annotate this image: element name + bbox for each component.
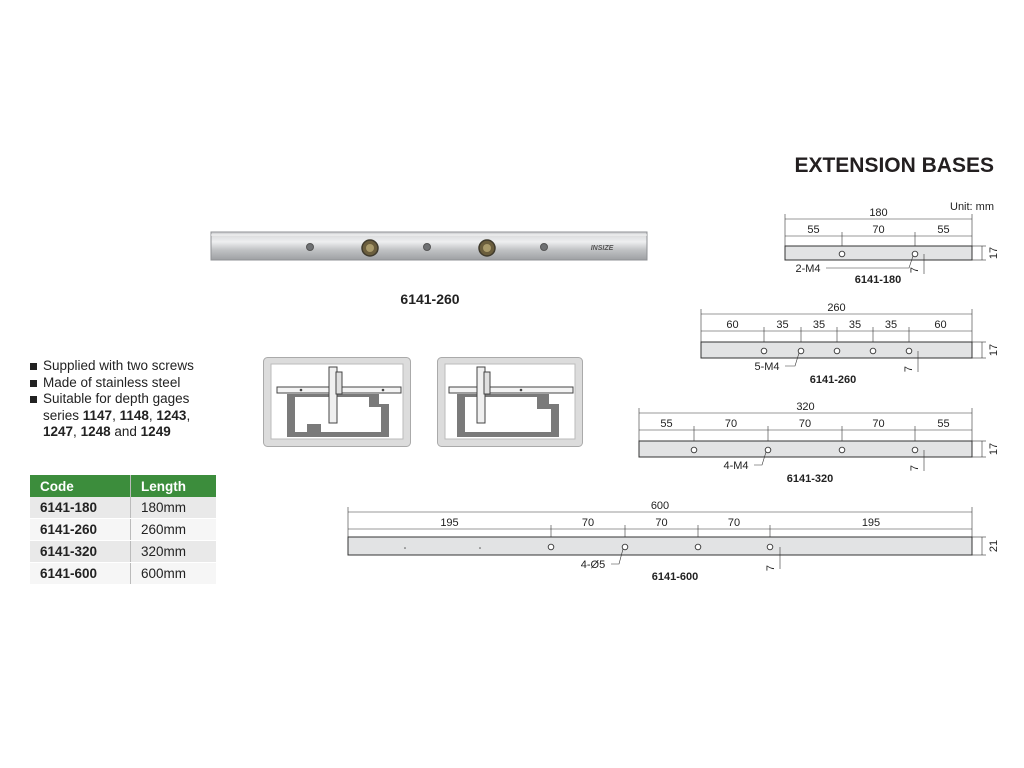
dimension-segment: 55 bbox=[937, 224, 949, 236]
dimension-total: 260 bbox=[827, 302, 845, 314]
table-row: 6141-180 180mm bbox=[30, 497, 216, 519]
mounting-hole bbox=[690, 446, 698, 454]
column-header-code: Code bbox=[30, 475, 131, 497]
table-row: 6141-320 320mm bbox=[30, 540, 216, 563]
dimension-height: 17 bbox=[988, 247, 1000, 259]
reference-dot bbox=[404, 547, 406, 549]
base-bar-6141-600 bbox=[347, 536, 973, 556]
feature-item-series: 1247, 1248 and 1249 bbox=[43, 424, 171, 439]
dimension-segment: 195 bbox=[862, 517, 880, 529]
mounting-hole bbox=[760, 347, 768, 355]
mounting-hole bbox=[766, 543, 774, 551]
hole-note: 5-M4 bbox=[754, 361, 779, 373]
spec-table: Code Length 6141-180 180mm 6141-260 260m… bbox=[30, 475, 216, 585]
dimension-total: 180 bbox=[869, 207, 887, 219]
usage-illustration-left bbox=[263, 357, 411, 447]
mounting-hole bbox=[911, 250, 919, 258]
dimension-segment: 35 bbox=[849, 319, 861, 331]
brand-logo: INSIZE bbox=[591, 245, 614, 252]
dimension-height: 17 bbox=[988, 344, 1000, 356]
dimension-segment: 70 bbox=[872, 418, 884, 430]
dimension-segment: 70 bbox=[725, 418, 737, 430]
dimension-segment: 35 bbox=[813, 319, 825, 331]
reference-dot bbox=[479, 547, 481, 549]
cell-code: 6141-600 bbox=[30, 562, 131, 585]
dimension-segment: 70 bbox=[655, 517, 667, 529]
dimension-segment: 35 bbox=[885, 319, 897, 331]
dimension-total: 320 bbox=[796, 401, 814, 413]
model-label: 6141-600 bbox=[652, 571, 699, 583]
cell-code: 6141-180 bbox=[30, 497, 131, 519]
hole-note: 4-M4 bbox=[723, 460, 748, 472]
dimension-height: 17 bbox=[988, 443, 1000, 455]
hole-note: 2-M4 bbox=[795, 263, 820, 275]
mounting-hole bbox=[869, 347, 877, 355]
mounting-hole bbox=[621, 543, 629, 551]
mounting-hole bbox=[905, 347, 913, 355]
hole-note: 4-Ø5 bbox=[581, 559, 605, 571]
mounting-hole bbox=[911, 446, 919, 454]
mounting-hole bbox=[838, 446, 846, 454]
extension-base-photo: INSIZE bbox=[210, 231, 648, 261]
leader-line bbox=[826, 255, 914, 269]
cell-code: 6141-320 bbox=[30, 540, 131, 563]
dimension-segment: 70 bbox=[799, 418, 811, 430]
model-label: 6141-260 bbox=[810, 374, 857, 386]
photo-hole bbox=[306, 243, 314, 251]
unit-label: Unit: mm bbox=[950, 201, 994, 213]
feature-item-series: series 1147, 1148, 1243, bbox=[43, 407, 191, 423]
dimension-segment: 60 bbox=[934, 319, 946, 331]
dimension-segment: 55 bbox=[807, 224, 819, 236]
leader-line bbox=[754, 451, 767, 466]
leader-line bbox=[785, 352, 800, 367]
dimension-total: 600 bbox=[651, 500, 669, 512]
dimension-height: 21 bbox=[988, 540, 1000, 552]
dimension-segment: 55 bbox=[660, 418, 672, 430]
mounting-hole bbox=[833, 347, 841, 355]
dimension-segment: 70 bbox=[728, 517, 740, 529]
dimension-offset: 7 bbox=[909, 267, 921, 273]
table-row: 6141-260 260mm bbox=[30, 518, 216, 541]
leader-line bbox=[611, 548, 624, 565]
page-title: EXTENSION BASES bbox=[794, 154, 994, 177]
cell-code: 6141-260 bbox=[30, 518, 131, 541]
mounting-hole bbox=[838, 250, 846, 258]
feature-item: Made of stainless steel bbox=[30, 375, 240, 392]
feature-list: Supplied with two screws Made of stainle… bbox=[30, 358, 240, 441]
dimension-offset: 7 bbox=[765, 565, 777, 571]
feature-item: Supplied with two screws bbox=[30, 358, 240, 375]
photo-caption: 6141-260 bbox=[400, 291, 460, 307]
photo-hole bbox=[540, 243, 548, 251]
mounting-hole bbox=[694, 543, 702, 551]
model-label: 6141-180 bbox=[855, 274, 902, 286]
dimension-segment: 195 bbox=[440, 517, 458, 529]
dimension-segment: 70 bbox=[582, 517, 594, 529]
cell-length: 600mm bbox=[130, 562, 216, 585]
dimension-offset: 7 bbox=[903, 366, 915, 372]
model-label: 6141-320 bbox=[787, 473, 834, 485]
dimension-segment: 60 bbox=[726, 319, 738, 331]
dimension-segment: 70 bbox=[872, 224, 884, 236]
base-bar-6141-180 bbox=[784, 245, 973, 261]
cell-length: 180mm bbox=[130, 497, 216, 519]
photo-hole bbox=[423, 243, 431, 251]
base-bar-6141-320 bbox=[638, 440, 973, 458]
dimension-offset: 7 bbox=[909, 465, 921, 471]
feature-item: Suitable for depth gages bbox=[30, 391, 240, 408]
cell-length: 320mm bbox=[130, 540, 216, 563]
table-row: 6141-600 600mm bbox=[30, 562, 216, 585]
dimension-segment: 55 bbox=[937, 418, 949, 430]
column-header-length: Length bbox=[130, 475, 216, 497]
mounting-hole bbox=[547, 543, 555, 551]
usage-illustration-right bbox=[437, 357, 583, 447]
mounting-hole bbox=[797, 347, 805, 355]
cell-length: 260mm bbox=[130, 518, 216, 541]
mounting-hole bbox=[764, 446, 772, 454]
dimension-segment: 35 bbox=[776, 319, 788, 331]
table-header-row: Code Length bbox=[30, 475, 216, 497]
